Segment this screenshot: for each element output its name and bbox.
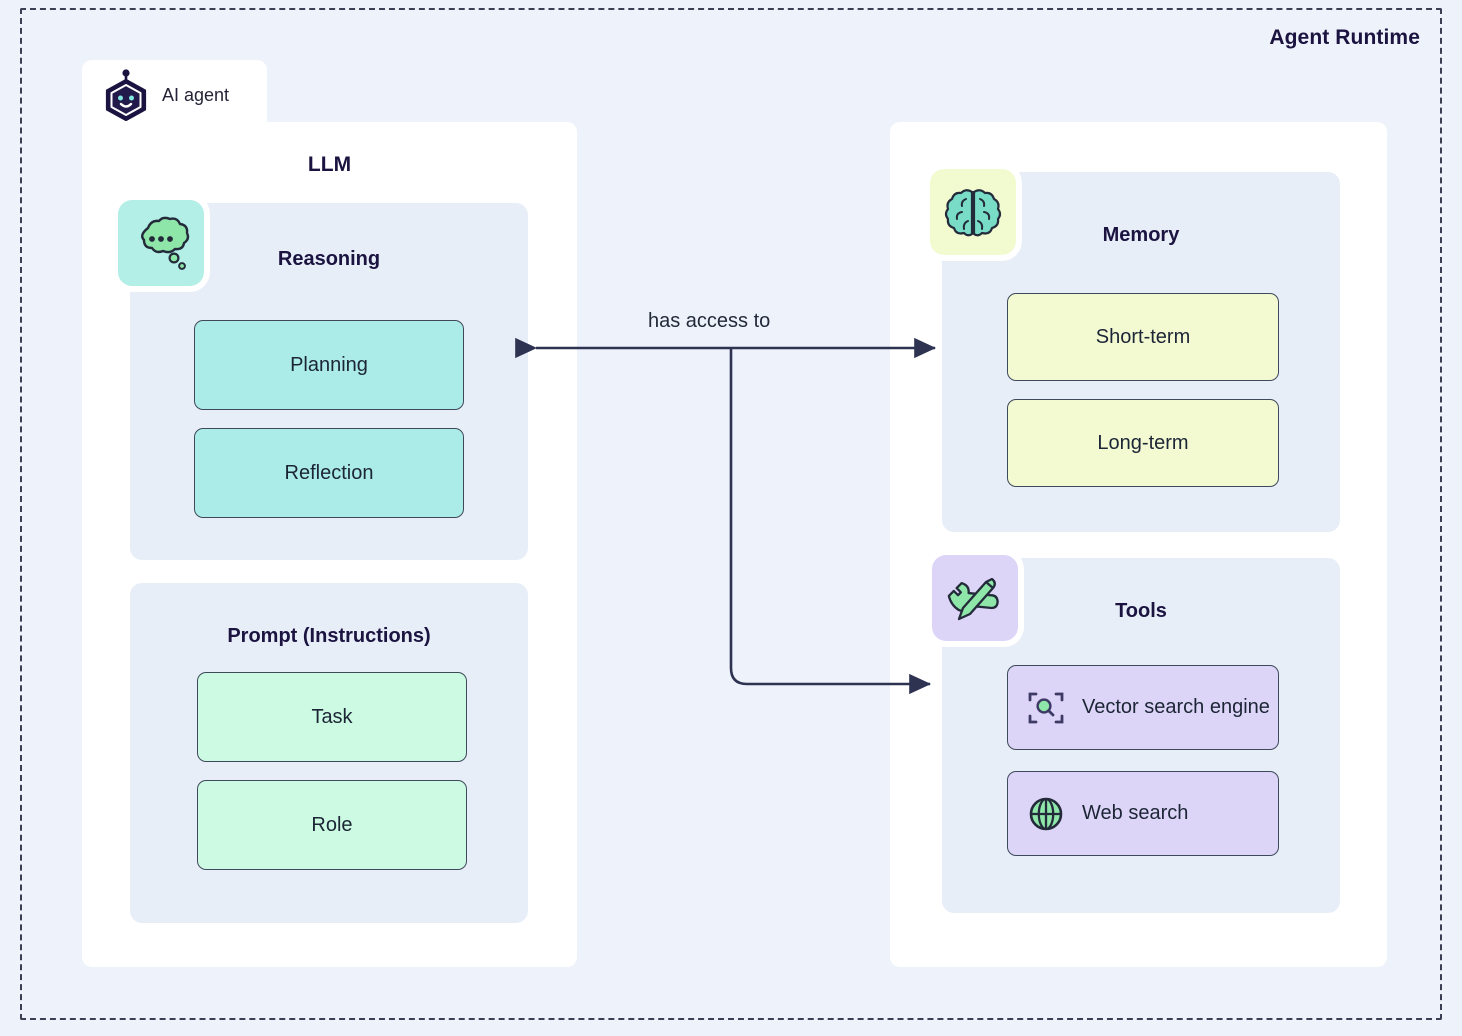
pill-vector-search-engine-label: Vector search engine — [1082, 696, 1270, 718]
pill-planning-label: Planning — [290, 353, 368, 376]
thought-bubble-icon — [118, 200, 204, 286]
pill-planning[interactable]: Planning — [194, 320, 464, 410]
globe-icon — [1026, 794, 1066, 834]
pill-long-term[interactable]: Long-term — [1007, 399, 1279, 487]
brain-icon — [930, 169, 1016, 255]
pill-short-term-label: Short-term — [1095, 325, 1191, 348]
ai-agent-robot-icon — [102, 69, 150, 121]
agent-runtime-boundary — [20, 8, 1442, 1020]
vector-scan-search-icon — [1026, 688, 1066, 728]
pill-long-term-label: Long-term — [1097, 431, 1189, 454]
pill-reflection-label: Reflection — [284, 461, 374, 484]
pill-role-label: Role — [311, 813, 353, 836]
pill-role[interactable]: Role — [197, 780, 467, 870]
ai-agent-chip: AI agent — [82, 60, 267, 130]
wrench-screwdriver-icon — [932, 555, 1018, 641]
pill-short-term[interactable]: Short-term — [1007, 293, 1279, 381]
llm-title: LLM — [307, 153, 352, 176]
memory-title: Memory — [1102, 224, 1180, 246]
tools-title: Tools — [1115, 600, 1167, 622]
pill-web-search-label: Web search — [1082, 802, 1189, 824]
pill-reflection[interactable]: Reflection — [194, 428, 464, 518]
pill-task-label: Task — [311, 705, 353, 728]
edge-label-has-access-to: has access to — [648, 310, 771, 332]
agent-runtime-title: Agent Runtime — [1269, 26, 1420, 49]
ai-agent-label: AI agent — [162, 84, 230, 105]
reasoning-title: Reasoning — [277, 248, 381, 270]
pill-web-search[interactable]: Web search — [1007, 771, 1279, 856]
prompt-title: Prompt (Instructions) — [227, 625, 431, 647]
pill-vector-search-engine[interactable]: Vector search engine — [1007, 665, 1279, 750]
pill-task[interactable]: Task — [197, 672, 467, 762]
